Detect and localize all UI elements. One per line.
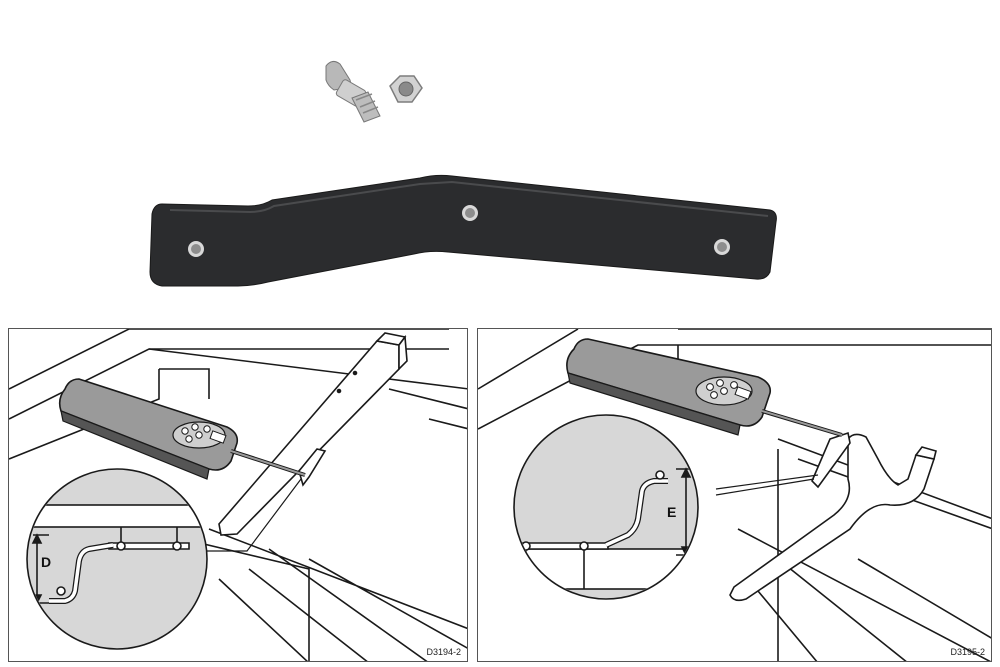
tiller-pilot-left (58, 378, 306, 480)
tiller (218, 332, 408, 536)
tiller-bracket (149, 174, 777, 287)
diagram-left-svg: D (9, 329, 467, 661)
tiller-pilot-right (566, 338, 843, 437)
installation-diagram-right: E D3195-2 (477, 328, 992, 662)
installation-diagram-left: D D3194-2 (8, 328, 468, 662)
stud-bolt (325, 60, 381, 123)
diagram-code-right: D3195-2 (950, 647, 985, 657)
dimension-label-left: D (41, 554, 51, 570)
tiller-right (729, 433, 937, 602)
diagram-right-svg: E (478, 329, 991, 661)
detail-inset-left: D (26, 468, 208, 650)
hex-nut (389, 75, 423, 103)
product-photo-svg (149, 60, 777, 287)
product-photo (0, 0, 1000, 320)
detail-inset-right: E (513, 414, 699, 600)
diagram-code-left: D3194-2 (426, 647, 461, 657)
dimension-label-right: E (667, 504, 676, 520)
